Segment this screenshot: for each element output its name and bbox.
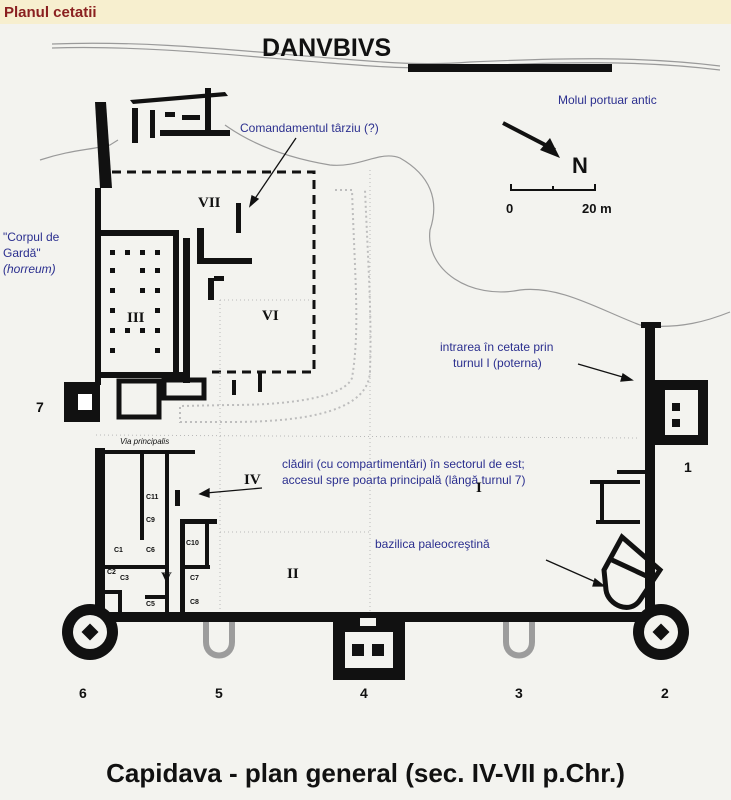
dotted-grid (95, 170, 641, 615)
room-c11: C11 (146, 494, 159, 501)
section-title: Planul cetatii (4, 4, 97, 21)
sector-iv: IV (244, 472, 261, 488)
tower-7-complex (116, 377, 207, 420)
tower-number-3: 3 (515, 685, 523, 701)
earth-band (179, 189, 372, 423)
sector-i: I (476, 480, 482, 496)
tower-7-door (78, 394, 92, 410)
label-corpul-1: "Corpul de (3, 230, 60, 244)
sector-v: V (161, 570, 172, 586)
north-arrow (502, 121, 560, 158)
label-cladiri-2: accesul spre poarta principală (lângă tu… (282, 473, 525, 487)
fortress-plan: N 0 20 m DANVBIVS Molul portuar antic Co… (3, 34, 731, 701)
sector-ii: II (287, 566, 299, 582)
sector-vi: VI (262, 308, 279, 324)
tower-number-2: 2 (661, 685, 669, 701)
label-corpul-2: Gardă" (3, 246, 41, 260)
tower-numbers: 7 1 6 5 4 3 2 (36, 399, 692, 701)
label-cladiri-1: clădiri (cu compartimentări) în sectorul… (282, 457, 525, 471)
room-c1: C1 (114, 547, 123, 554)
sector-vii: VII (198, 195, 221, 211)
room-c8: C8 (190, 599, 199, 606)
section-header: Planul cetatii (0, 0, 731, 24)
tower-5 (203, 622, 235, 659)
tower-number-6: 6 (79, 685, 87, 701)
label-intrare-1: intrarea în cetate prin (440, 340, 553, 354)
tower-number-5: 5 (215, 685, 223, 701)
tower-6 (62, 604, 118, 660)
room-c6: C6 (146, 547, 155, 554)
north-label: N (572, 153, 588, 178)
fortress-walls (64, 188, 661, 622)
scale-end: 20 m (582, 201, 612, 216)
tower-3 (503, 622, 535, 659)
room-labels: C11 C9 C10 C1 C6 C2 C3 C7 C5 C8 (107, 494, 199, 608)
room-c2: C2 (107, 569, 116, 576)
label-bazilica: bazilica paleocreştină (375, 537, 490, 551)
tower-4 (333, 618, 405, 680)
tower-number-4: 4 (360, 685, 368, 701)
sector-iii: III (127, 310, 145, 326)
tower-1 (655, 380, 708, 445)
label-comandament: Comandamentul târziu (?) (240, 121, 379, 135)
annotation-arrows (198, 137, 634, 587)
tower-number-1: 1 (684, 459, 692, 475)
label-via-principalis: Via principalis (120, 437, 169, 446)
plan-caption: Capidava - plan general (sec. IV-VII p.C… (106, 758, 625, 788)
room-c5: C5 (146, 601, 155, 608)
port-label: Molul portuar antic (558, 93, 657, 107)
tower-2 (633, 604, 689, 660)
command-building-outline (112, 170, 316, 374)
scale-start: 0 (506, 201, 513, 216)
tower-number-7: 7 (36, 399, 44, 415)
river-label: DANVBIVS (262, 34, 391, 62)
contour-lines (39, 42, 731, 327)
room-c10: C10 (186, 540, 199, 547)
label-intrare-2: turnul I (poterna) (453, 356, 542, 370)
horreum-pillars (110, 250, 160, 353)
sector-labels: VII VI III IV I II V (127, 195, 482, 586)
room-c3: C3 (120, 575, 129, 582)
room-c9: C9 (146, 517, 155, 524)
upper-ruins (95, 88, 230, 188)
label-corpul-3: (horreum) (3, 262, 56, 276)
scale-bar (510, 184, 596, 191)
room-c7: C7 (190, 575, 199, 582)
basilica (601, 533, 664, 610)
